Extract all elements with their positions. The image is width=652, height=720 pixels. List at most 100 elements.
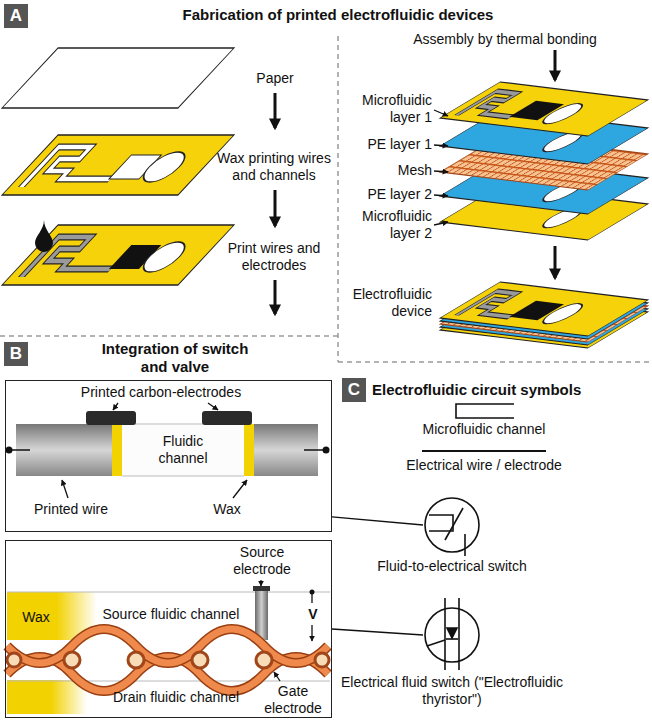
label: Electrofluidic device [340,286,432,320]
leader-arrow [434,222,448,225]
panel-letter-text: A [10,6,22,26]
ink-droplet [35,220,53,252]
mesh-strand [7,629,328,663]
inset-frame: Printed carbon-electrodesFluidic channel… [5,380,332,532]
printed-wire-region [16,424,112,476]
mesh-strand [7,629,328,663]
paper-sheet [2,48,234,108]
panel-letter: A [4,4,28,28]
mesh-fiber [64,652,80,668]
channel-edge [7,681,330,682]
paper-sheet [2,48,234,108]
node-text: Source fluidic channel [91,606,251,623]
label: Assembly by thermal bonding [365,31,645,48]
leader-arrow [434,110,448,116]
mesh-fiber [128,652,144,668]
leader-arrow [274,672,280,681]
wax-region [7,680,87,714]
label: Wax printing wires and channels [211,150,337,184]
symbol-stroke [458,598,460,670]
leader-arrow [434,195,448,196]
label: Fabrication of printed electrofluidic de… [108,6,568,24]
step-arrow [274,190,277,226]
label: Microfluidic channel [374,421,594,438]
panel-divider [337,36,339,362]
symbol-stroke [464,534,466,556]
connector-line [332,629,423,635]
panel-letter-text: C [348,380,360,400]
label: Microfluidic layer 1 [340,92,432,126]
leader-arrow [233,480,247,498]
step-arrow [274,93,277,128]
symbol-stroke [444,598,446,670]
step-arrow [274,280,277,314]
leader-arrow [113,403,118,410]
node-text: Fluidic channel [138,433,228,467]
symbol-stroke [425,608,479,662]
channel-edge [122,476,244,477]
fluidic-channel [122,424,244,476]
leader-arrow [434,171,448,172]
node-text: Fluid-to-electrical switch [332,558,572,575]
channel-edge [7,592,330,593]
thyristor-symbol: Electrical fluid switch ("Electrofluidic… [423,606,481,664]
fluid-hole [135,152,193,182]
leader-arrow [62,480,68,498]
symbol-stroke [446,638,458,640]
node-text: Printed carbon-electrodes [46,384,276,401]
step-arrow [554,246,557,278]
thyristor-symbol [423,606,481,664]
wire-terminal [323,447,330,454]
carbon-electrode [202,411,252,425]
mesh-fiber [256,652,272,668]
node-text: Gate electrode [257,683,329,717]
voltage-bracket [311,592,312,603]
symbol-stroke [447,628,457,638]
wax-barrier [112,424,122,476]
fluid-hole [135,242,193,272]
source-electrode-cap [253,586,270,591]
mesh-fiber [192,652,208,668]
leader-arrow [260,580,261,586]
step-arrow [554,50,557,80]
node-text: Wax [202,501,252,518]
symbol-stroke [425,498,479,552]
node-text: V [303,606,323,623]
source-channel [7,592,330,640]
symbol-stroke [445,508,463,540]
label: Integration of switch and valve [95,340,255,376]
label: PE layer 1 [340,136,432,153]
fluid-hole [536,102,589,124]
panel-letter: B [4,342,28,366]
printed-sheet [2,225,234,285]
label: PE layer 2 [340,186,432,203]
panel-letter: C [342,378,366,402]
label: Electrical wire / electrode [374,457,594,474]
node-text: Drain fluidic channel [96,689,256,706]
wax-sheet [2,135,234,195]
leader-arrow [434,145,448,146]
wax-sheet [2,135,234,195]
voltage-bracket [311,625,312,641]
node-text: Wax [11,609,61,626]
device-layer [440,282,648,336]
label: Paper [225,70,325,87]
mesh-fiber [7,653,21,667]
panel-divider [0,335,338,337]
fluid-hole [536,302,589,324]
channel-symbol [456,404,514,418]
panel-divider [338,361,652,363]
symbol-stroke [429,515,453,531]
mesh-fiber [315,653,329,667]
label: Mesh [340,162,432,179]
microfluidic-layer [440,82,648,136]
switch-symbol [423,496,481,554]
symbol-stroke [427,640,445,646]
microfluidic-layer [440,82,648,136]
inset-frame: Source electrodeWaxSource fluidic channe… [5,540,332,718]
wax-barrier [244,424,254,476]
